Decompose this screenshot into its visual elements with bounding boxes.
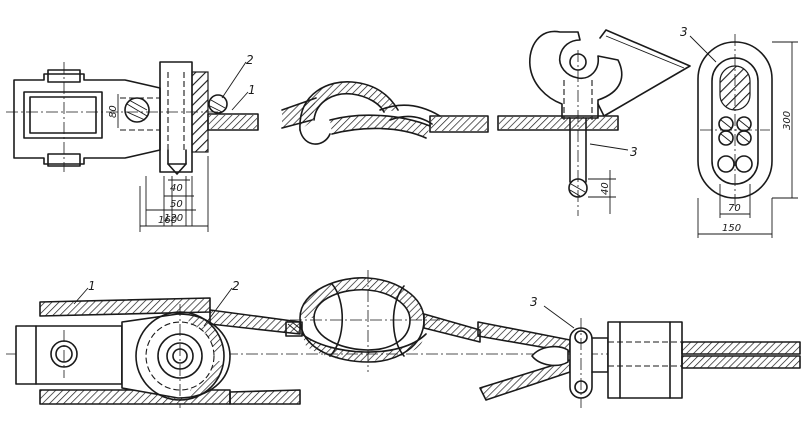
oval-clip-view: 300 70 150 3 xyxy=(680,25,798,238)
rope-right-section xyxy=(423,313,571,401)
thimble-bottom xyxy=(121,304,231,408)
dim-80: 80 xyxy=(108,105,119,118)
rope-middle-section xyxy=(209,309,303,405)
clip-bottom xyxy=(569,318,801,408)
dimensions-clevis: 80 40 50 120 160 xyxy=(108,94,209,232)
clevis-clamp-view: 80 40 50 120 160 2 1 xyxy=(6,53,259,232)
leader-2-bottom: 2 xyxy=(203,279,240,327)
label-3-oval: 3 xyxy=(680,25,688,39)
leader-1-top: 1 xyxy=(231,83,256,111)
rope-stub-top-left xyxy=(207,113,259,131)
label-1-bottom: 1 xyxy=(88,279,96,293)
assembly-view-bottom: 1 2 3 xyxy=(6,270,801,408)
label-3-bottom: 3 xyxy=(530,295,538,309)
dim-40: 40 xyxy=(170,183,183,194)
clamp-block xyxy=(120,61,209,175)
knot-bottom xyxy=(290,270,440,372)
dimensions-oval: 300 70 150 xyxy=(697,41,798,238)
dim-oval-300: 300 xyxy=(782,111,793,130)
leader-3-hook: 3 xyxy=(589,143,638,159)
rope-upper-left xyxy=(39,297,211,317)
dim-50: 50 xyxy=(170,199,183,210)
clevis-bottom xyxy=(15,325,123,385)
dimension-hook-40: 40 xyxy=(588,170,616,214)
leader-1-bottom: 1 xyxy=(73,279,96,305)
dim-160: 160 xyxy=(158,215,177,226)
label-2-bottom: 2 xyxy=(232,279,240,293)
dim-oval-70: 70 xyxy=(728,203,741,214)
leader-2-top: 2 xyxy=(221,53,254,99)
label-1-top: 1 xyxy=(248,83,256,97)
bolt-section xyxy=(124,94,228,123)
leader-3-bottom: 3 xyxy=(530,295,575,329)
label-3-hook: 3 xyxy=(630,145,638,159)
rope-with-knot-top xyxy=(281,81,489,145)
dim-oval-150: 150 xyxy=(722,223,741,234)
dim-120: 120 xyxy=(164,213,183,224)
hook-view: 40 3 xyxy=(497,29,691,216)
leader-3-oval: 3 xyxy=(680,25,717,63)
label-2-top: 2 xyxy=(246,53,254,67)
dim-hook-40: 40 xyxy=(600,182,611,195)
